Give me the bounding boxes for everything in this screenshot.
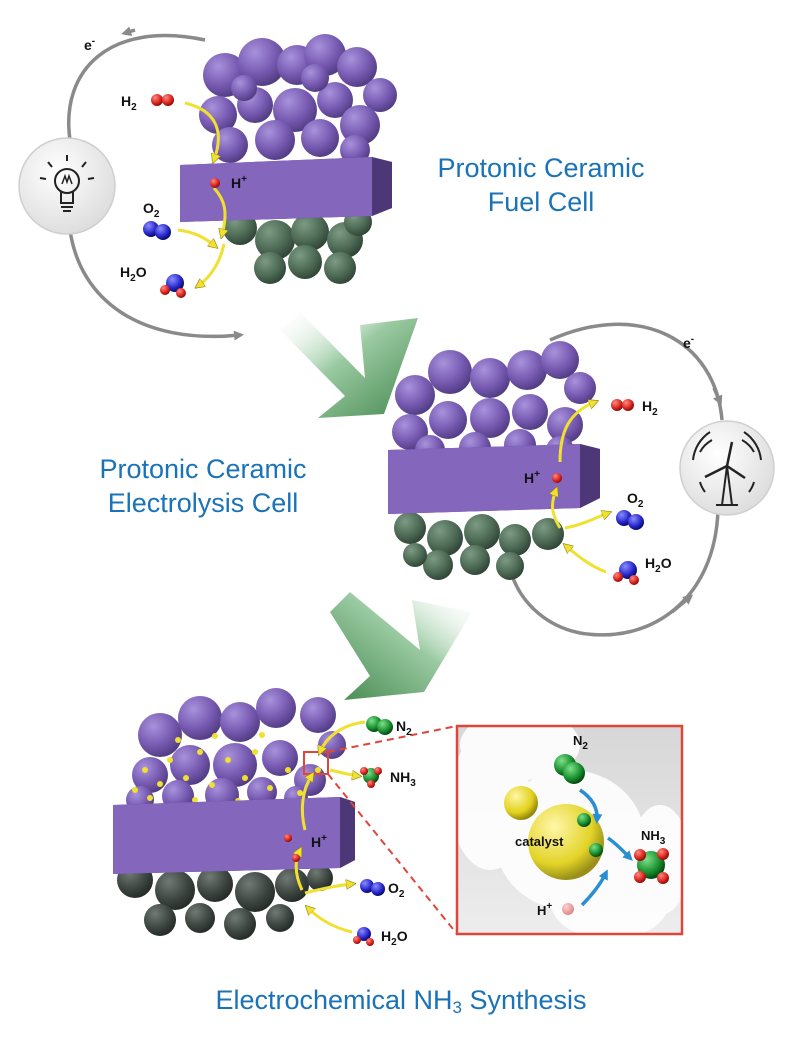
electrolysis-title-line2: Electrolysis Cell	[58, 486, 348, 520]
proton-2	[292, 854, 300, 862]
fuel-cell-title-line1: Protonic Ceramic	[396, 151, 686, 185]
nh3-label: NH3	[390, 769, 416, 789]
arrow-nh3-out	[330, 770, 358, 776]
h2-label: H2	[642, 398, 658, 418]
zoom-line-top	[328, 726, 457, 752]
arrow-h2o-in	[308, 908, 352, 932]
electrolysis-cell-title: Protonic Ceramic Electrolysis Cell	[58, 452, 348, 520]
cathode-layer	[117, 862, 333, 940]
proton	[284, 834, 292, 842]
h2o-label: H2O	[381, 928, 408, 948]
arrow-o2-in	[178, 230, 215, 246]
electrolysis-title-line1: Protonic Ceramic	[58, 452, 348, 486]
arrow-o2-out	[565, 513, 608, 528]
fuel-cell: e- H2 H+ O2 H2O	[19, 30, 397, 336]
electron-label: e-	[683, 334, 694, 351]
fuel-cell-title-line2: Fuel Cell	[396, 185, 686, 219]
h2-molecule	[611, 399, 634, 411]
lightbulb-badge	[19, 138, 115, 234]
o2-molecule	[616, 510, 644, 530]
o2-label: O2	[143, 200, 160, 220]
electrolyte-slab	[180, 157, 392, 222]
electrolysis-cell: e- H2 H+ O2 H2O	[388, 324, 774, 635]
proton	[210, 178, 220, 188]
h2-molecule	[151, 94, 174, 106]
proton-inset	[562, 903, 574, 915]
nh3-title-post: Synthesis	[462, 985, 587, 1015]
cathode-layer	[394, 512, 564, 580]
h2o-molecule	[160, 274, 186, 298]
catalyst-small	[504, 786, 538, 820]
fuel-cell-title: Protonic Ceramic Fuel Cell	[396, 151, 686, 219]
flow-arrow-2	[330, 592, 472, 700]
electron-label: e-	[84, 36, 95, 53]
inset-panel: N2 catalyst NH3 H+	[450, 710, 690, 940]
nh3-title-pre: Electrochemical NH	[215, 985, 452, 1015]
inset-catalyst-label: catalyst	[515, 834, 564, 849]
nh3-molecule	[360, 767, 382, 788]
n2-molecule	[366, 716, 393, 735]
o2-molecule	[143, 221, 171, 240]
arrow-h2o-in	[566, 546, 606, 572]
anode-layer	[199, 34, 397, 165]
nh3-synthesis-title: Electrochemical NH3 Synthesis	[0, 985, 802, 1018]
electron-loop-top-arrow	[125, 30, 135, 33]
h2o-label: H2O	[645, 555, 672, 575]
h2o-label: H2O	[120, 264, 147, 284]
o2-label: O2	[388, 880, 405, 900]
nh3-cell: N2 NH3 H+ O2 H2O	[113, 688, 457, 948]
h2-label: H2	[121, 93, 137, 113]
o2-label: O2	[627, 490, 644, 510]
o2-molecule	[360, 879, 385, 896]
electrolyte-slab	[388, 444, 600, 514]
arrow-h2o-out	[198, 244, 224, 286]
n2-label: N2	[396, 718, 412, 738]
h2o-molecule	[613, 561, 639, 585]
electron-loop-arrow-b	[672, 597, 690, 612]
proton	[552, 473, 562, 483]
nh3-title-sub: 3	[453, 998, 462, 1017]
h2o-molecule	[353, 927, 374, 946]
nh3-molecule-inset	[634, 848, 669, 884]
